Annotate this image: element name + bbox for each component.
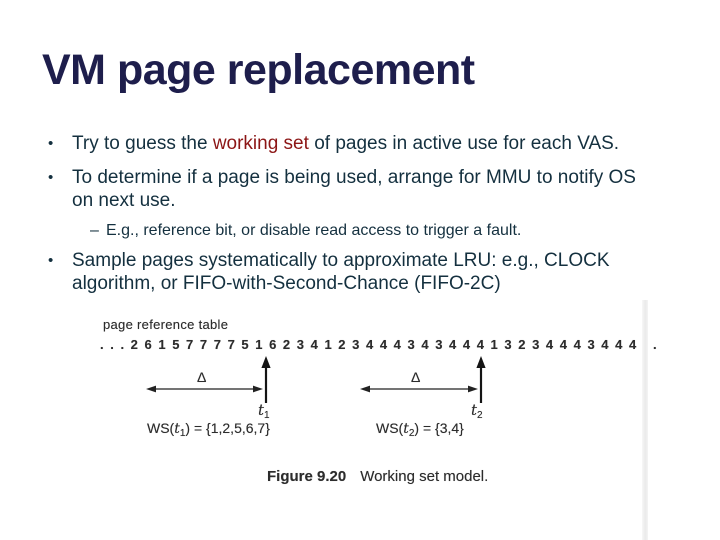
ws2-sub: 2 — [408, 428, 415, 439]
figure-arrows — [146, 356, 486, 403]
working-set-2-label: WS(t2) = {3,4} — [376, 420, 464, 439]
t1-label: t1 — [258, 401, 270, 421]
ws2-post: ) = {3,4} — [414, 420, 464, 436]
t2-label: t2 — [471, 401, 483, 421]
arrow-right-head-2 — [468, 385, 478, 393]
t2-arrow-head — [476, 356, 486, 368]
scan-edge-artifact — [642, 300, 648, 540]
sub-bullet-1-line: E.g., reference bit, or disable read acc… — [106, 222, 522, 239]
page-title: VM page replacement — [42, 46, 475, 94]
bullet-marker: • — [48, 169, 54, 186]
delta-label-1: Δ — [197, 369, 207, 385]
bullet-1-pre: Try to guess the — [72, 133, 213, 154]
figure-caption-text: Working set model. — [360, 468, 489, 485]
bullet-1-post: of pages in active use for each VAS. — [308, 133, 620, 154]
ws1-sub: 1 — [179, 428, 186, 439]
bullet-3-line-1: Sample pages systematically to approxima… — [72, 250, 610, 271]
ws2-var: t — [403, 421, 409, 437]
delta-label-2: Δ — [411, 369, 421, 385]
bullet-item-2: • To determine if a page is being used, … — [48, 166, 668, 212]
figure-table-label: page reference table — [103, 317, 229, 332]
arrow-left-head-1 — [146, 385, 156, 393]
working-set-1-label: WS(t1) = {1,2,5,6,7} — [147, 420, 270, 439]
bullet-item-1: • Try to guess the working set of pages … — [48, 132, 668, 155]
page-reference-sequence: . . . 2 6 1 5 7 7 7 7 5 1 6 2 3 4 1 2 3 … — [100, 337, 657, 352]
bullet-item-3: • Sample pages systematically to approxi… — [48, 249, 668, 295]
bullet-2-line-1: To determine if a page is being used, ar… — [72, 167, 636, 188]
bullet-marker: • — [48, 252, 54, 269]
bullet-3-text: Sample pages systematically to approxima… — [72, 249, 668, 295]
ws1-var: t — [174, 421, 180, 437]
bullet-1-text: Try to guess the working set of pages in… — [72, 132, 668, 155]
ws2-pre: WS( — [376, 420, 404, 436]
figure-caption-number: Figure 9.20 — [267, 468, 347, 485]
arrow-right-head-1 — [253, 385, 263, 393]
t2-sub: 2 — [477, 410, 483, 421]
sub-bullet-1-text: E.g., reference bit, or disable read acc… — [106, 220, 668, 241]
bullet-2-line-2: on next use. — [72, 190, 176, 211]
bullet-1-highlight: working set — [212, 133, 309, 154]
t1-sub: 1 — [264, 410, 270, 421]
ws1-pre: WS( — [147, 420, 175, 436]
t1-arrow-head — [261, 356, 271, 368]
bullet-3-line-2: algorithm, or FIFO-with-Second-Chance (F… — [72, 273, 501, 294]
bullet-2-text: To determine if a page is being used, ar… — [72, 166, 668, 212]
arrow-left-head-2 — [360, 385, 370, 393]
figure-caption: Figure 9.20 Working set model. — [267, 468, 488, 485]
t1-var: t — [258, 401, 265, 419]
bullet-marker: • — [48, 135, 54, 152]
sub-bullet-marker: – — [90, 222, 99, 239]
bullet-list: • Try to guess the working set of pages … — [48, 132, 668, 295]
ws1-post: ) = {1,2,5,6,7} — [185, 420, 270, 436]
sub-bullet-item-1: – E.g., reference bit, or disable read a… — [90, 220, 668, 241]
t2-var: t — [471, 401, 478, 419]
